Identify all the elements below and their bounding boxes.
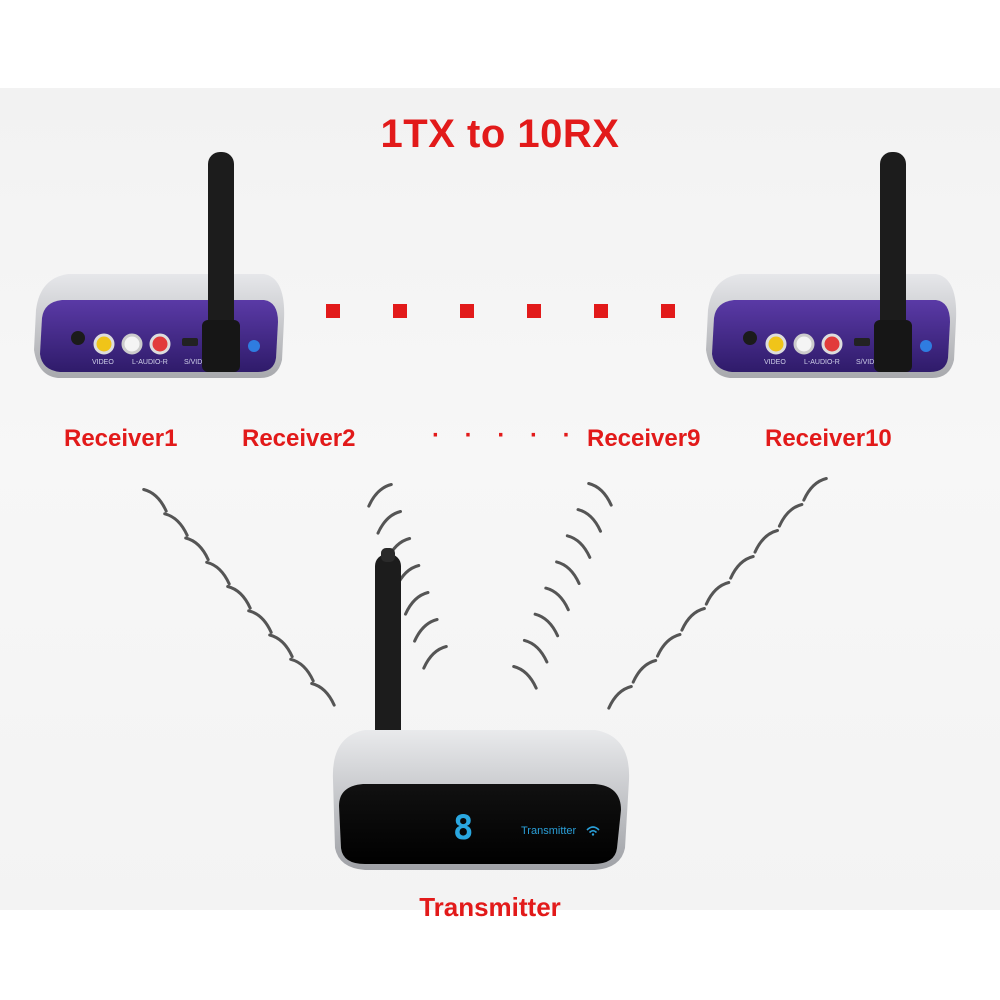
receiver-label-9: Receiver9 <box>587 425 701 452</box>
svg-text:S/VID: S/VID <box>856 359 874 366</box>
video-jack-icon <box>93 333 115 355</box>
connector-dot <box>527 304 541 318</box>
signal-wave-icon <box>631 659 658 684</box>
svg-text:VIDEO: VIDEO <box>764 359 786 366</box>
connector-dot <box>661 304 675 318</box>
svg-text:L-AUDIO-R: L-AUDIO-R <box>804 359 840 366</box>
transmitter-panel-label: Transmitter <box>521 825 577 837</box>
transmitter-front-panel <box>339 784 621 864</box>
signal-wave-icon <box>522 638 549 664</box>
signal-wave-icon <box>367 483 393 508</box>
signal-wave-icon <box>729 555 755 580</box>
audio-right-jack-icon <box>149 333 171 355</box>
signal-wave-icon <box>247 609 273 634</box>
connector-dot <box>326 304 340 318</box>
signal-wave-icon <box>422 645 448 670</box>
video-jack-icon <box>765 333 787 355</box>
audio-right-jack-icon <box>821 333 843 355</box>
signal-wave-icon <box>607 685 633 710</box>
signal-wave-icon <box>310 682 336 707</box>
receiver-ellipsis: · · · · · <box>432 422 580 449</box>
receiver-label-2: Receiver2 <box>242 425 356 452</box>
signal-wave-icon <box>163 512 189 537</box>
receiver-device-right: VIDEO L-AUDIO-R S/VID <box>706 152 957 378</box>
signal-wave-icon <box>142 488 168 513</box>
signal-wave-icon <box>512 665 538 690</box>
antenna-icon <box>202 152 240 372</box>
receiver-label-10: Receiver10 <box>765 425 892 452</box>
audio-left-jack-icon <box>121 333 143 355</box>
channel-display: 8 <box>453 808 473 848</box>
signal-wave-icon <box>268 633 294 659</box>
signal-wave-icon <box>544 586 570 612</box>
signal-wave-icon <box>226 585 252 610</box>
signal-wave-icon <box>555 560 581 585</box>
signal-wave-icon <box>289 657 315 683</box>
signal-wave-icon <box>587 482 613 507</box>
transmitter-label: Transmitter <box>419 892 561 922</box>
svg-text:L-AUDIO-R: L-AUDIO-R <box>132 359 168 366</box>
receiver-label-1: Receiver1 <box>64 425 178 452</box>
receiver-device-left: VIDEO L-AUDIO-R S/VID <box>34 152 285 378</box>
svg-text:S/VID: S/VID <box>184 359 202 366</box>
connector-dot <box>393 304 407 318</box>
diagram-title: 1TX to 10RX <box>380 112 620 156</box>
signal-wave-icon <box>565 534 592 559</box>
connector-dot <box>594 304 608 318</box>
signal-wave-icon <box>533 612 560 638</box>
signal-wave-icon <box>205 560 231 586</box>
signal-wave-icon <box>576 508 602 533</box>
connector-dot <box>460 304 474 318</box>
signal-wave-icon <box>680 607 706 632</box>
signal-wave-icon <box>404 591 430 616</box>
signal-wave-icon <box>802 477 828 502</box>
wifi-icon <box>586 826 600 836</box>
signal-wave-icon <box>656 633 682 658</box>
transmitter-device: 8 Transmitter <box>332 548 630 870</box>
antenna-icon <box>375 548 401 750</box>
signal-wave-icon <box>704 581 731 606</box>
signal-wave-icon <box>376 510 402 535</box>
signal-wave-icon <box>753 529 779 554</box>
antenna-icon <box>874 152 912 372</box>
svg-text:VIDEO: VIDEO <box>92 359 114 366</box>
signal-wave-icon <box>413 618 439 643</box>
signal-wave-icon <box>777 503 804 528</box>
audio-left-jack-icon <box>793 333 815 355</box>
signal-wave-icon <box>184 536 210 562</box>
